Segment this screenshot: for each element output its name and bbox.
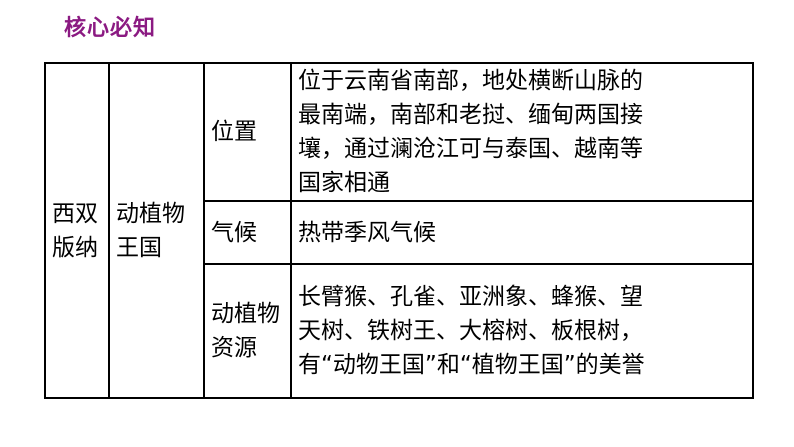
aspect-label: 气候 [211, 219, 257, 246]
aspect-label: 动植物 [211, 301, 280, 327]
detail-cell-location: 位于云南省南部，地处横断山脉的 最南端，南部和老挝、缅甸两国接 壤，通过澜沧江可… [290, 62, 754, 202]
detail-line: 国家相通 [298, 170, 390, 196]
region-label-line: 版纳 [52, 234, 98, 261]
detail-line: 位于云南省南部，地处横断山脉的 [298, 68, 643, 94]
theme-cell: 动植物 王国 [108, 62, 205, 399]
detail-cell-resources: 长臂猴、孔雀、亚洲象、蜂猴、望 天树、铁树王、大榕树、板根树， 有“动物王国”和… [290, 263, 754, 399]
detail-line: 壤，通过澜沧江可与泰国、越南等 [298, 136, 643, 162]
detail-line: 最南端，南部和老挝、缅甸两国接 [298, 102, 643, 128]
aspect-cell-resources: 动植物 资源 [203, 263, 292, 399]
aspect-cell-climate: 气候 [203, 200, 292, 265]
detail-line: 有“动物王国”和“植物王国”的美誉 [298, 352, 645, 378]
table-row: 动植物 资源 长臂猴、孔雀、亚洲象、蜂猴、望 天树、铁树王、大榕树、板根树， 有… [45, 263, 754, 399]
theme-label-line: 动植物 [116, 200, 185, 227]
aspect-label: 位置 [211, 119, 257, 145]
table-row: 西双 版纳 动植物 王国 位置 位于云南省南部，地处横断山脉的 最南端，南部和老… [44, 62, 754, 399]
section-heading: 核心必知 [64, 16, 157, 41]
detail-cell-climate: 热带季风气候 [290, 200, 754, 265]
detail-line: 天树、铁树王、大榕树、板根树， [298, 318, 643, 344]
table-row: 气候 热带季风气候 [45, 200, 754, 265]
region-label-line: 西双 [52, 200, 98, 227]
knowledge-table: 西双 版纳 动植物 王国 位置 位于云南省南部，地处横断山脉的 最南端，南部和老… [44, 62, 754, 399]
region-cell: 西双 版纳 [44, 62, 110, 399]
detail-line: 热带季风气候 [298, 219, 436, 246]
theme-label-line: 王国 [116, 234, 162, 261]
aspect-label: 资源 [211, 335, 257, 361]
detail-line: 长臂猴、孔雀、亚洲象、蜂猴、望 [298, 284, 643, 310]
aspect-cell-location: 位置 [203, 62, 292, 202]
